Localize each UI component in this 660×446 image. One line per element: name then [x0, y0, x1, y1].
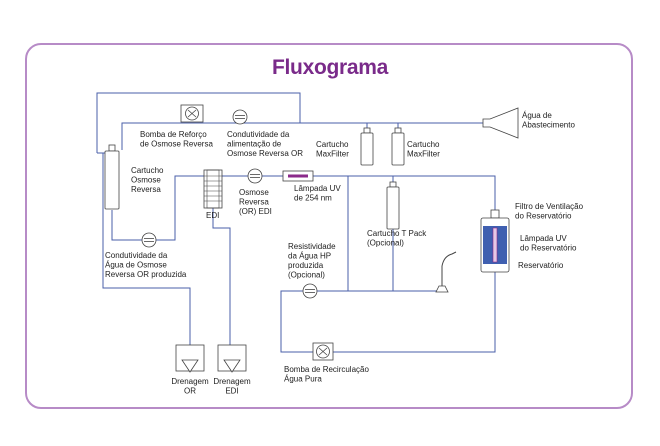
pipe-to-dispense	[348, 270, 443, 292]
resistividade-line: produzida	[288, 261, 324, 270]
bomba-reforco-line: Bomba de Reforço	[140, 130, 207, 139]
label-edi: EDI	[206, 211, 219, 220]
osmose-edi-line: Reversa	[239, 198, 269, 207]
pipe-ro-product	[111, 175, 205, 241]
cartucho-tpack-line: Cartucho T Pack	[367, 229, 427, 238]
cartucho-tpack-line: (Opcional)	[367, 239, 404, 248]
cartucho-maxfilter-1-line: Cartucho	[316, 140, 349, 149]
drenagem-or-line: OR	[184, 387, 196, 396]
pipe-feed-top	[121, 122, 483, 150]
bomba-reforco-line: de Osmose Reversa	[140, 140, 213, 149]
booster-pump-icon	[180, 104, 204, 123]
diagram-title: Fluxograma	[271, 56, 389, 79]
water-inlet-icon	[482, 107, 519, 139]
condutividade-alimentacao-line: alimentação de	[227, 140, 282, 149]
pipe-uv-to-reservoir	[313, 175, 496, 222]
pipe-loop-top	[96, 92, 301, 153]
diagram-frame	[25, 43, 633, 409]
drain-edi-icon	[217, 344, 247, 373]
resistividade-line: da Água HP	[288, 252, 331, 261]
drenagem-edi-line: EDI	[225, 387, 238, 396]
cartucho-maxfilter-2-line: MaxFilter	[407, 150, 440, 159]
conductivity-produced-sensor-icon	[141, 232, 157, 248]
resistividade-line: (Opcional)	[288, 271, 325, 280]
label-reservatorio: Reservatório	[518, 261, 564, 270]
agua-abastecimento-line: Água de	[522, 111, 552, 120]
pipe-ro-drain	[102, 153, 191, 345]
reservatorio-line: Reservatório	[518, 261, 564, 270]
condutividade-produzida-line: Água de Osmose	[105, 261, 167, 270]
agua-abastecimento-line: Abastecimento	[522, 121, 575, 130]
filtro-ventilacao-line: do Reservatório	[515, 212, 572, 221]
edi-module-icon	[203, 169, 223, 209]
recirculation-pump-icon	[312, 342, 334, 361]
uv-lamp-icon	[282, 170, 314, 182]
pipe-edi-drain	[212, 208, 231, 345]
pipe-reservoir-out	[333, 272, 496, 353]
osmose-edi-line: (OR) EDI	[239, 207, 272, 216]
conductivity-edi-sensor-icon	[247, 168, 263, 184]
cartucho-maxfilter-1-line: MaxFilter	[316, 150, 349, 159]
bomba-recirculacao-line: Bomba de Recirculação	[284, 365, 369, 374]
condutividade-alimentacao-line: Osmose Reversa OR	[227, 149, 303, 158]
ro-cartridge-icon	[104, 144, 120, 210]
bomba-recirculacao-line: Água Pura	[284, 375, 322, 384]
cartucho-osmose-line: Reversa	[131, 185, 161, 194]
conductivity-feed-sensor-icon	[232, 109, 248, 125]
label-cartucho-tpack: Cartucho T Pack(Opcional)	[367, 229, 427, 248]
condutividade-produzida-line: Condutividade da	[105, 251, 168, 260]
tpack-cartridge-icon	[386, 181, 400, 230]
condutividade-produzida-line: Reversa OR produzida	[105, 270, 187, 279]
cartucho-maxfilter-2-line: Cartucho	[407, 140, 440, 149]
condutividade-alimentacao-line: Condutividade da	[227, 130, 290, 139]
drain-or-icon	[175, 344, 205, 373]
filtro-ventilacao-line: Filtro de Ventilação	[515, 202, 584, 211]
lampada-uv-reservatorio-line: Lâmpada UV	[520, 234, 567, 243]
maxfilter-cartridge-2-icon	[391, 127, 405, 166]
maxfilter-cartridge-1-icon	[360, 127, 374, 166]
resistividade-line: Resistividade	[288, 242, 336, 251]
cartucho-osmose-line: Cartucho	[131, 166, 164, 175]
lampada-uv-254-line: Lâmpada UV	[294, 184, 341, 193]
dispense-tap-icon	[435, 251, 457, 293]
edi-line: EDI	[206, 211, 219, 220]
resistivity-sensor-icon	[302, 283, 318, 299]
lampada-uv-reservatorio-line: do Reservatório	[520, 244, 577, 253]
drenagem-edi-line: Drenagem	[213, 377, 251, 386]
reservoir-icon	[480, 209, 510, 273]
drenagem-or-line: Drenagem	[171, 377, 209, 386]
osmose-edi-line: Osmose	[239, 188, 269, 197]
lampada-uv-254-line: de 254 nm	[294, 194, 332, 203]
cartucho-osmose-line: Osmose	[131, 176, 161, 185]
